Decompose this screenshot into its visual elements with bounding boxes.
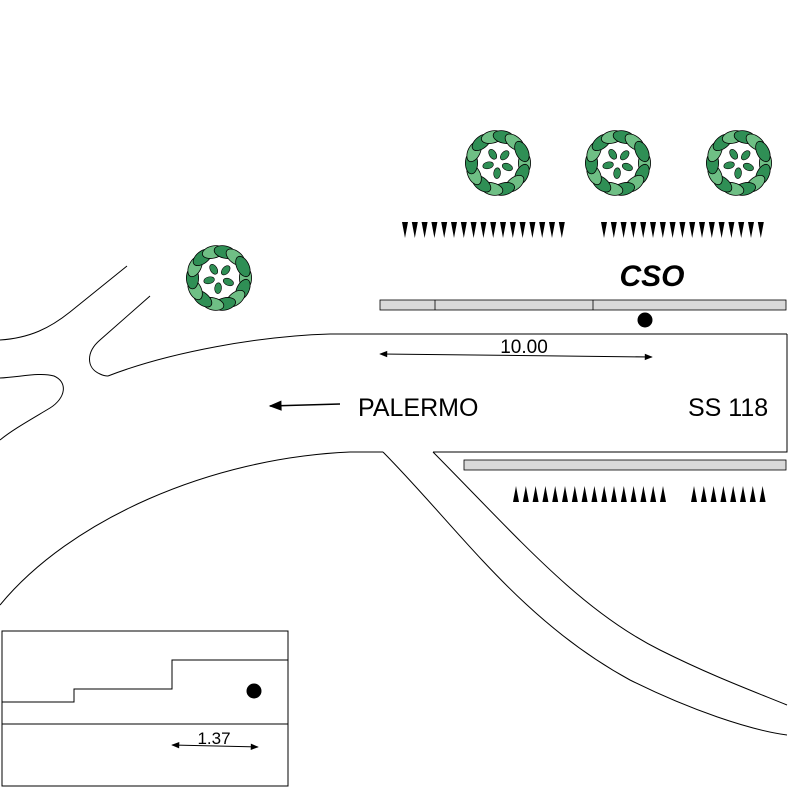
inset-frame	[1, 630, 289, 787]
hedge-icon	[431, 222, 438, 238]
hedge-icon	[500, 222, 506, 238]
hedge-icon	[402, 222, 408, 238]
hedge-icon	[757, 222, 764, 238]
hedge-icon	[470, 222, 477, 238]
distance-main-label: 10.00	[500, 337, 548, 358]
tree-icon	[584, 130, 652, 196]
tree-icon	[464, 130, 532, 196]
hedge-icon	[441, 222, 448, 238]
inset-detail: 1.37	[1, 630, 289, 787]
left-stub-edge	[0, 373, 64, 441]
hedge-icon	[708, 222, 715, 238]
hedge-icon	[601, 486, 608, 502]
inset-measurement-point-icon	[246, 683, 262, 699]
road-network	[0, 265, 788, 736]
hedge-icon	[718, 222, 725, 238]
hedge-icon	[611, 486, 617, 502]
road-name-label: SS 118	[688, 394, 768, 422]
hedge-icon	[542, 486, 549, 502]
hedge-icon	[522, 486, 529, 502]
hedge-icon	[549, 222, 555, 238]
lower-right-inner-curve	[432, 451, 788, 706]
site-code-label: CSO	[619, 260, 684, 293]
hedge-icon	[679, 222, 686, 238]
hedge-icon	[519, 222, 526, 238]
hedge-icon	[720, 486, 727, 502]
lower-right-curve	[382, 451, 788, 736]
distance-inset-line	[171, 741, 259, 751]
hedge-icon	[552, 486, 559, 502]
hedge-icon	[689, 222, 696, 238]
hedge-icon	[748, 222, 754, 238]
tree-icon	[705, 130, 773, 196]
hedge-icon	[669, 222, 676, 238]
direction-label: PALERMO	[358, 394, 478, 422]
hedge-icon	[730, 486, 737, 502]
sidewalk-bottom	[463, 459, 787, 471]
hedge-icon	[700, 486, 707, 502]
upper-branch-right-edge	[89, 295, 151, 377]
hedge-icon	[630, 222, 637, 238]
hedge-icon	[759, 486, 766, 502]
hedge-icon	[490, 222, 497, 238]
hedge-icon	[728, 222, 735, 238]
hedge-icon	[539, 222, 546, 238]
hedge-icon	[710, 486, 717, 502]
hedge-icon	[411, 222, 418, 238]
hedge-icon	[620, 486, 627, 502]
hedge-icon	[749, 486, 756, 502]
inset-building-outline	[2, 659, 288, 703]
distance-inset-label: 1.37	[197, 729, 230, 748]
lower-left-curve	[0, 451, 383, 606]
hedge-icon	[562, 486, 568, 502]
direction-arrow-icon	[268, 400, 341, 411]
sidewalk-top	[379, 299, 787, 311]
hedge-icon	[659, 222, 666, 238]
hedge-row-top-right	[601, 222, 764, 238]
hedge-row-bottom-left	[513, 486, 666, 502]
hedge-icon	[529, 222, 536, 238]
hedge-icon	[601, 222, 607, 238]
sidewalks	[379, 299, 787, 471]
upper-branch-left-edge	[0, 265, 128, 341]
hedge-icon	[558, 222, 565, 238]
hedge-icon	[650, 222, 656, 238]
hedge-icon	[640, 486, 647, 502]
hedge-row-top-left	[402, 222, 565, 238]
trees	[185, 130, 773, 311]
hedge-icon	[660, 486, 666, 502]
measurement-point-icon	[637, 312, 653, 328]
hedge-icon	[630, 486, 637, 502]
hedge-icon	[421, 222, 428, 238]
hedge-icon	[740, 486, 746, 502]
hedge-icon	[571, 486, 578, 502]
main-road-end	[433, 334, 788, 453]
hedge-row-bottom-right	[691, 486, 766, 502]
hedge-icon	[620, 222, 627, 238]
hedge-icon	[513, 486, 519, 502]
hedge-icon	[532, 486, 539, 502]
hedge-icon	[581, 486, 588, 502]
hedge-icon	[650, 486, 657, 502]
hedge-icon	[640, 222, 647, 238]
hedge-icon	[451, 222, 457, 238]
distance-main-line	[379, 350, 653, 361]
hedge-icon	[460, 222, 467, 238]
main-road-upper-edge	[107, 333, 787, 377]
hedge-icon	[738, 222, 745, 238]
hedge-icon	[591, 486, 598, 502]
hedge-icon	[699, 222, 705, 238]
hedge-icon	[509, 222, 516, 238]
tree-icon	[185, 245, 253, 311]
hedge-icon	[610, 222, 617, 238]
hedge-icon	[691, 486, 697, 502]
hedges	[402, 222, 766, 502]
hedge-icon	[480, 222, 487, 238]
